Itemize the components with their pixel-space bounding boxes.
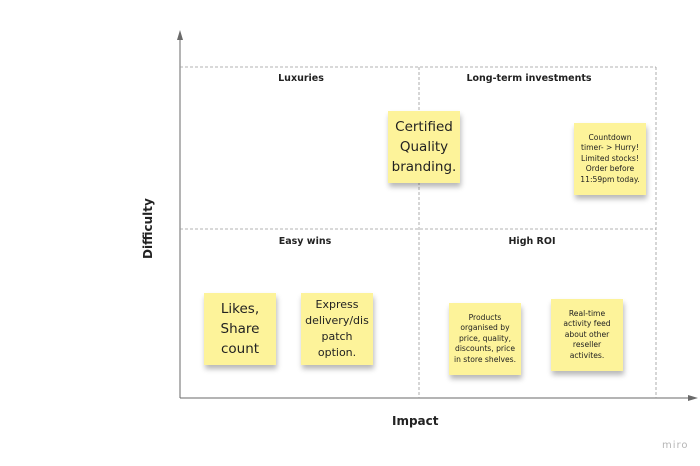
quadrant-label-high-roi: High ROI xyxy=(508,236,556,247)
sticky-note[interactable]: Countdown timer- > Hurry! Limited stocks… xyxy=(574,123,646,195)
x-axis-arrow xyxy=(688,395,698,401)
y-axis-arrow xyxy=(177,30,183,40)
quadrant-label-long-term-investments: Long-term investments xyxy=(466,73,592,84)
sticky-note[interactable]: Products organised by price, quality, di… xyxy=(449,303,521,375)
sticky-note-text: Express delivery/dis patch option. xyxy=(305,298,369,359)
sticky-note[interactable]: Certified Quality branding. xyxy=(388,111,460,183)
sticky-note-text: Countdown timer- > Hurry! Limited stocks… xyxy=(580,132,640,184)
sticky-note[interactable]: Express delivery/dis patch option. xyxy=(301,293,373,365)
quadrant-label-easy-wins: Easy wins xyxy=(278,236,332,247)
sticky-note-text: Products organised by price, quality, di… xyxy=(453,312,517,364)
sticky-note[interactable]: Real-time activity feed about other rese… xyxy=(551,299,623,371)
sticky-note[interactable]: Likes, Share count xyxy=(204,293,276,365)
sticky-note-text: Certified Quality branding. xyxy=(391,119,457,175)
miro-watermark: miro xyxy=(662,440,689,451)
y-axis-title: Difficulty xyxy=(141,198,155,259)
x-axis-title: Impact xyxy=(392,414,439,428)
sticky-note-text: Likes, Share count xyxy=(220,301,260,357)
sticky-note-text: Real-time activity feed about other rese… xyxy=(563,308,611,360)
quadrant-label-luxuries: Luxuries xyxy=(278,73,324,84)
